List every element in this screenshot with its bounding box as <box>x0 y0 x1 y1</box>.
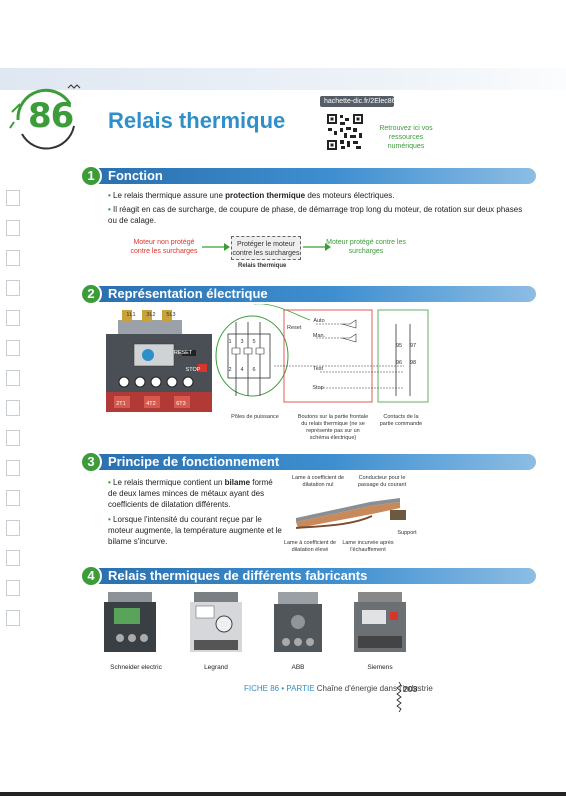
terminal-3L2: 3L2 <box>146 312 156 318</box>
binder-holes <box>6 190 22 640</box>
bimetal-illustration <box>295 498 406 529</box>
reset-button-label: RESET <box>173 350 193 356</box>
qr-caption: Retrouvez ici vos ressources numériques <box>379 125 433 150</box>
contact-96: 96 <box>395 360 403 366</box>
arrow-right-icon <box>303 243 331 251</box>
fiche-number-badge: 86 <box>8 82 84 158</box>
caption-control-contacts: Contacts de la partie commande <box>379 414 423 427</box>
bottom-rule <box>0 792 566 796</box>
terminal-5L3: 5L3 <box>166 312 176 318</box>
symbol-top-5: 5 <box>252 339 256 345</box>
badge-ring-icon <box>9 84 81 150</box>
label-test: Test <box>312 366 324 372</box>
flow-center-box: Protéger le moteur contre les surcharges <box>231 236 301 260</box>
section-4-title: Relais thermiques de différents fabrican… <box>108 568 368 583</box>
footer-partie: • PARTIE <box>279 684 317 693</box>
terminal-2T1: 2T1 <box>116 401 126 407</box>
label-zero-expansion-blade: Lame à coefficient de dilatation nul <box>291 475 345 488</box>
principe-bullet-2: • Lorsque l'intensité du courant reçue p… <box>108 515 282 546</box>
caption-power-poles: Pôles de puissance <box>231 414 279 420</box>
maker-schneider: Schneider electric <box>110 664 162 671</box>
contact-95: 95 <box>395 343 403 349</box>
caption-front-buttons: Boutons sur la partie frontale du relais… <box>297 414 369 441</box>
flow-left-label: Moteur non protégé contre les surcharges <box>130 239 198 255</box>
section-2-number: 2 <box>80 283 102 305</box>
siemens-relay-photo <box>354 592 406 652</box>
symbol-bottom-2: 2 <box>228 367 232 373</box>
footer-fiche: FICHE 86 <box>244 684 280 693</box>
label-conductor: Conducteur pour le passage du courant <box>357 475 407 488</box>
stop-button-label: STOP <box>185 367 201 373</box>
label-curved-blade: Lame incurvée après l'échauffement <box>342 540 394 553</box>
section-3-title: Principe de fonctionnement <box>108 454 280 469</box>
fonction-bullet-1: • Le relais thermique assure une protect… <box>108 191 395 200</box>
section-2-title: Représentation électrique <box>108 286 268 301</box>
relay-device-illustration <box>106 310 212 412</box>
qr-resources[interactable]: hachette-dic.fr/2Elec86 Retrouvez ici vo… <box>320 96 433 156</box>
contact-97: 97 <box>409 343 417 349</box>
schneider-relay-photo <box>104 592 156 652</box>
section-3-number: 3 <box>80 451 102 473</box>
contact-98: 98 <box>409 360 417 366</box>
legrand-relay-photo <box>190 592 242 652</box>
qr-url[interactable]: hachette-dic.fr/2Elec86 <box>320 96 396 107</box>
label-manual: Man. <box>312 333 326 339</box>
flow-right-label: Moteur protégé contre les surcharges <box>326 239 406 255</box>
fonction-bullet-2: • Il réagit en cas de surcharge, de coup… <box>108 205 523 225</box>
header-band <box>0 68 566 90</box>
page-number: 203 <box>403 684 418 694</box>
terminal-6T3: 6T3 <box>176 401 186 407</box>
terminal-4T2: 4T2 <box>146 401 156 407</box>
maker-abb: ABB <box>291 664 305 671</box>
symbol-top-3: 3 <box>240 339 244 345</box>
footer-chapter: Chaîne d'énergie dans l'industrie <box>316 684 433 693</box>
section-3-header: 3 Principe de fonctionnement <box>80 451 536 473</box>
label-reset: Reset <box>287 325 302 331</box>
section-1-number: 1 <box>80 165 102 187</box>
label-stop: Stop <box>312 385 324 391</box>
symbol-bottom-4: 4 <box>240 367 244 373</box>
symbol-top-1: 1 <box>228 339 232 345</box>
symbol-bottom-6: 6 <box>252 367 256 373</box>
zigzag-divider-icon <box>396 682 402 712</box>
arrow-right-icon <box>202 243 230 251</box>
section-4-number: 4 <box>80 565 102 587</box>
section-1-header: 1 Fonction <box>80 165 536 187</box>
label-high-expansion-blade: Lame à coefficient de dilatation élevé <box>283 540 337 553</box>
section-1-title: Fonction <box>108 168 163 183</box>
qr-code-icon[interactable] <box>326 113 364 151</box>
terminal-1L1: 1L1 <box>126 312 136 318</box>
maker-legrand: Legrand <box>204 664 228 671</box>
label-support: Support <box>397 530 417 536</box>
section-2-header: 2 Représentation électrique <box>80 283 536 305</box>
electrical-symbol-diagram <box>215 304 429 403</box>
fiche-number: 86 <box>28 96 74 136</box>
principe-bullet-1: • Le relais thermique contient un bilame… <box>108 478 273 509</box>
flow-relay-label: Relais thermique <box>238 263 287 269</box>
abb-relay-photo <box>274 592 322 652</box>
page-title: Relais thermique <box>108 108 286 133</box>
section-4-header: 4 Relais thermiques de différents fabric… <box>80 565 536 587</box>
label-auto: Auto <box>313 318 325 324</box>
maker-siemens: Siemens <box>367 664 393 671</box>
page-footer: FICHE 86 • PARTIE Chaîne d'énergie dans … <box>244 684 433 693</box>
